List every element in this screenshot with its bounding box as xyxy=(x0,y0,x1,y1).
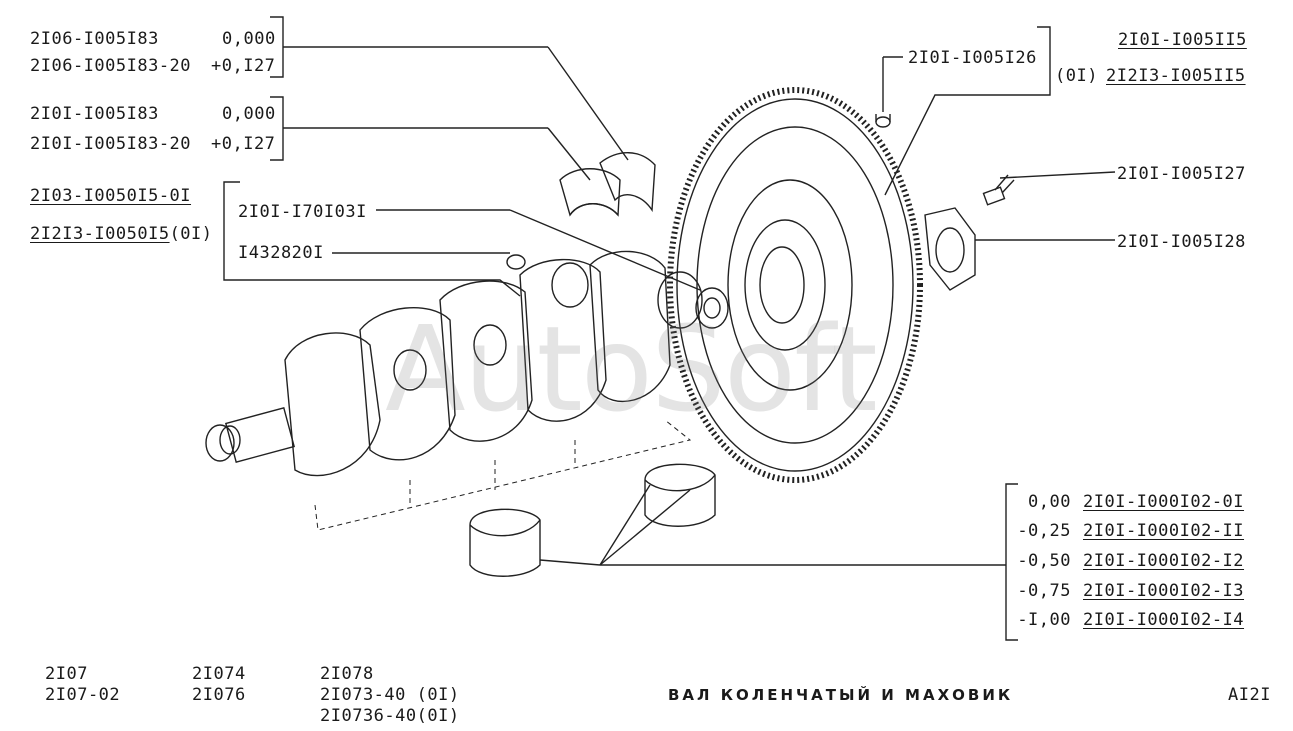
label-crankshaft-1: 2I03-I0050I5-0I xyxy=(30,186,192,206)
label-bolt: 2I0I-I005I27 xyxy=(1117,164,1246,184)
liner-part-5: 2I0I-I000I02-I4 xyxy=(1083,610,1245,630)
liner-size-4: -0,75 xyxy=(1017,581,1071,601)
footer-model-2: 2I07-02 xyxy=(45,685,121,705)
value-main-bearing-2: +0,I27 xyxy=(211,56,276,76)
footer-model-3: 2I074 xyxy=(192,664,246,684)
footer-model-6: 2I073-40 (0I) xyxy=(320,685,460,705)
footer-model-1: 2I07 xyxy=(45,664,88,684)
label-crankshaft-2-part: 2I2I3-I0050I5 xyxy=(30,224,170,244)
liner-part-1: 2I0I-I000I02-0I xyxy=(1083,492,1245,512)
thrust-half-ring-rear xyxy=(599,152,656,213)
bolt-part xyxy=(982,174,1015,206)
liner-part-4: 2I0I-I000I02-I3 xyxy=(1083,581,1245,601)
page-code: AI2I xyxy=(1228,685,1271,705)
liner-size-3: -0,50 xyxy=(1017,551,1071,571)
label-plug: I432820I xyxy=(238,243,324,263)
flywheel-bolt-part xyxy=(875,114,891,128)
liner-size-2: -0,25 xyxy=(1017,521,1071,541)
bracket-liners xyxy=(1005,483,1018,641)
value-main-bearing-3: 0,000 xyxy=(222,104,276,124)
label-main-bearing-3: 2I0I-I005I83 xyxy=(30,104,159,124)
value-main-bearing-4: +0,I27 xyxy=(211,134,276,154)
liner-size-1: 0,00 xyxy=(1028,492,1071,512)
leader-bolt xyxy=(999,171,1116,179)
liner-part-3: 2I0I-I000I02-I2 xyxy=(1083,551,1245,571)
main-liner-left xyxy=(469,508,541,577)
flywheel xyxy=(667,87,923,483)
label-flywheel-bolt: 2I0I-I005I26 xyxy=(908,48,1037,68)
page-title: ВАЛ КОЛЕНЧАТЫЙ И МАХОВИК xyxy=(668,686,1014,704)
label-flywheel-1: 2I0I-I005II5 xyxy=(1118,30,1247,50)
crankshaft-body xyxy=(205,250,729,477)
label-bearing: 2I0I-I70I03I xyxy=(238,202,367,222)
liner-part-2: 2I0I-I000I02-II xyxy=(1083,521,1245,541)
label-main-bearing-4: 2I0I-I005I83-20 xyxy=(30,134,192,154)
value-main-bearing-1: 0,000 xyxy=(222,29,276,49)
label-main-bearing-1: 2I06-I005I83 xyxy=(30,29,159,49)
label-flywheel-2: 2I2I3-I005II5 xyxy=(1106,66,1246,86)
bracket-crankshaft xyxy=(223,181,521,297)
bracket-flywheel xyxy=(884,26,1051,196)
label-flywheel-note: (0I) xyxy=(1055,66,1098,86)
main-liner-right xyxy=(644,463,716,527)
plug-part xyxy=(506,254,526,270)
label-washer: 2I0I-I005I28 xyxy=(1117,232,1246,252)
washer-plate xyxy=(924,207,976,291)
footer-model-5: 2I078 xyxy=(320,664,374,684)
footer-model-4: 2I076 xyxy=(192,685,246,705)
footer-model-7: 2I0736-40(0I) xyxy=(320,706,460,726)
label-crankshaft-2: 2I2I3-I0050I5(0I) xyxy=(30,224,213,244)
label-main-bearing-2: 2I06-I005I83-20 xyxy=(30,56,192,76)
label-crankshaft-2-suffix: (0I) xyxy=(169,224,213,244)
liner-size-5: -I,00 xyxy=(1017,610,1071,630)
